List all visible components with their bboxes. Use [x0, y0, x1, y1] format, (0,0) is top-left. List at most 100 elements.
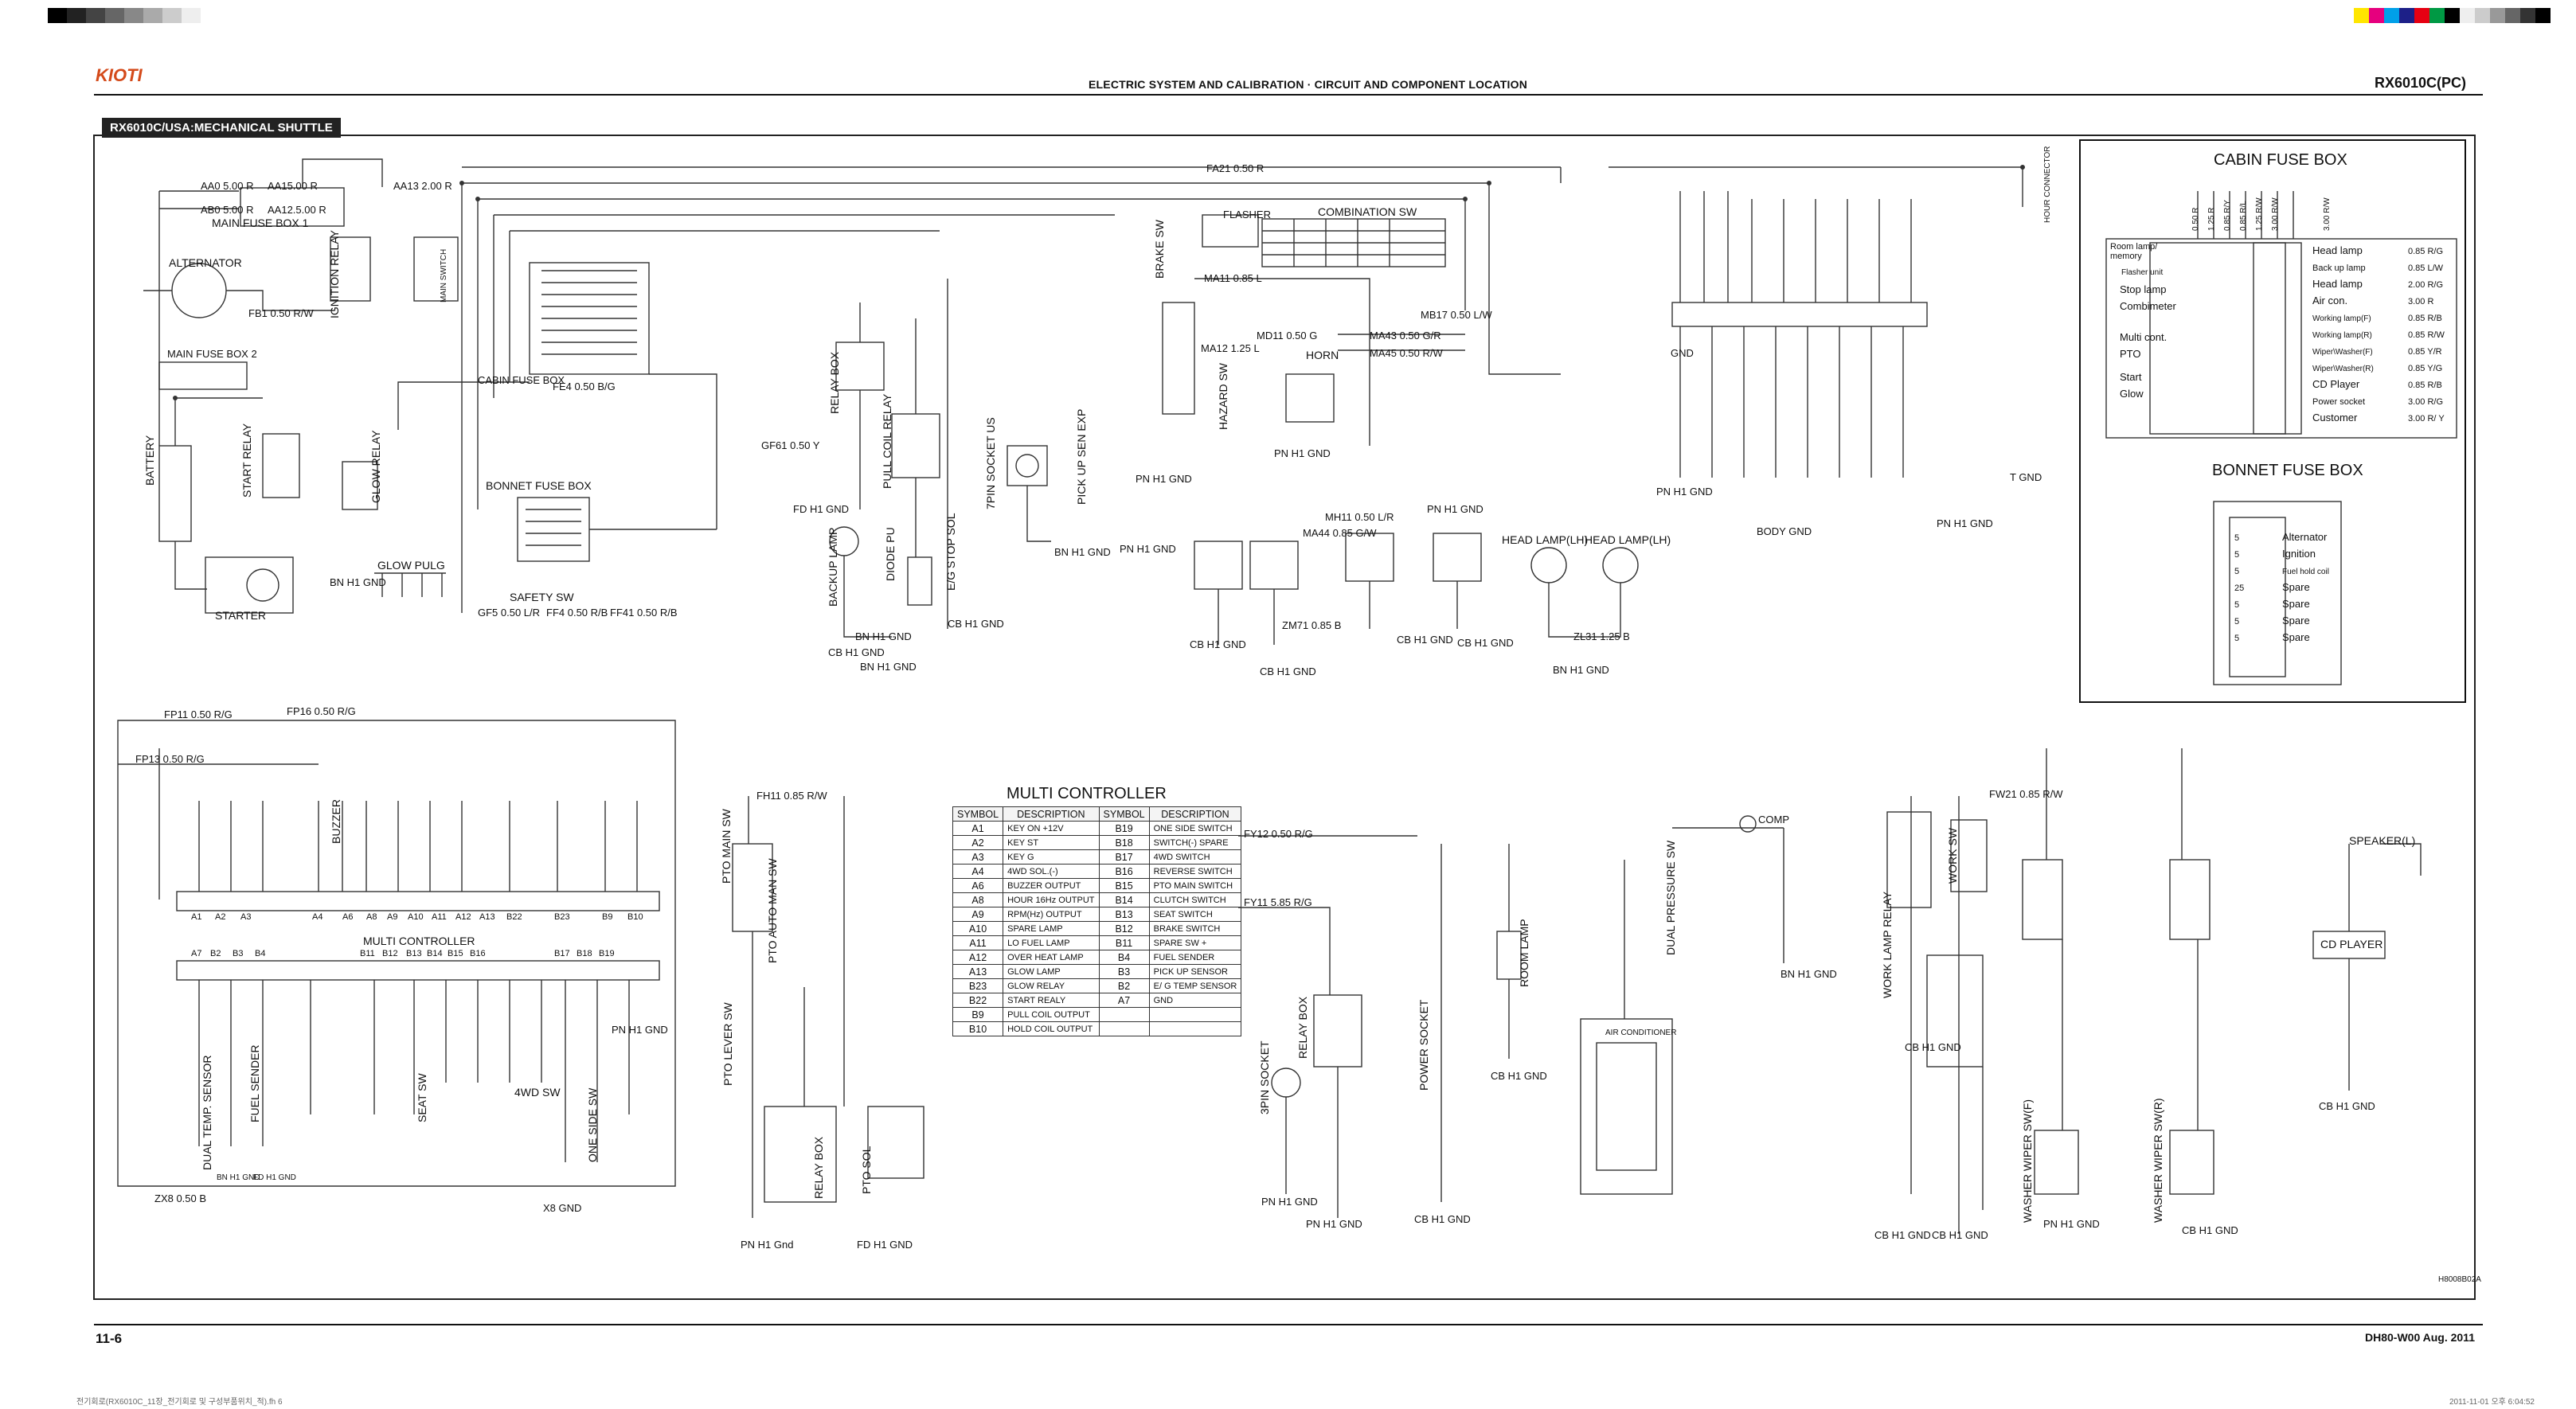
table-cell: SPARE SW +	[1148, 935, 1242, 950]
room-lamp-label: ROOM LAMP	[1518, 919, 1530, 987]
3pin-socket-label: 3PIN SOCKET	[1258, 1040, 1271, 1114]
multi-controller-title: MULTI CONTROLLER	[1007, 785, 1167, 802]
cabin-fuse-right-item: Working lamp(R)0.85 R/W	[2312, 330, 2445, 340]
wire-fh11: FH11 0.85 R/W	[756, 790, 827, 802]
table-cell: A11	[952, 935, 1004, 950]
one-side-sw-label: ONE SIDE SW	[586, 1087, 599, 1162]
cabin-fuse-right-item: Wiper\Washer(F)0.85 Y/R	[2312, 347, 2442, 357]
wire-fe4: FE4 0.50 B/G	[553, 381, 616, 392]
bn-h1-gnd-5: BN H1 GND	[1553, 664, 1609, 676]
cabin-fuse-right-item: Air con.3.00 R	[2312, 295, 2434, 306]
bh-h1-gnd-label: BN H1 GND	[217, 1173, 260, 1182]
cb-h1-gnd-5: CB H1 GND	[1397, 634, 1453, 646]
wire-ma44: MA44 0.85 G/W	[1303, 527, 1377, 539]
glow-pulg-label: GLOW PULG	[377, 559, 445, 572]
buzzer-label: BUZZER	[330, 799, 342, 844]
battery-label: BATTERY	[143, 435, 156, 486]
pn-h1-gnd-1: PN H1 GND	[1136, 473, 1192, 485]
cabin-fuse-left-item: Multi cont.	[2120, 331, 2168, 343]
table-cell: B18	[1098, 835, 1150, 850]
table-cell: LO FUEL LAMP	[1003, 935, 1100, 950]
table-cell: START REALY	[1003, 993, 1100, 1008]
table-cell	[1148, 1021, 1242, 1036]
fd-h1-gnd-mc: FD H1 GND	[253, 1173, 296, 1182]
model-number: RX6010C(PC)	[2375, 75, 2467, 91]
doc-code: DH80-W00 Aug. 2011	[2365, 1331, 2475, 1344]
diode-pu-label: DIODE PU	[884, 527, 897, 581]
table-cell: KEY ST	[1003, 835, 1100, 850]
table-cell: B12	[1098, 921, 1150, 936]
table-cell: B11	[1098, 935, 1150, 950]
table-cell: KEY G	[1003, 849, 1100, 865]
start-relay-label: START RELAY	[240, 423, 253, 498]
page-number: 11-6	[96, 1331, 123, 1346]
cabin-fuse-left-item: Stop lamp	[2120, 283, 2167, 295]
section-tag: RX6010C/USA:MECHANICAL SHUTTLE	[102, 118, 341, 138]
wire-aa0: AA0 5.00 R	[201, 180, 254, 192]
table-cell: RPM(Hz) OUTPUT	[1003, 907, 1100, 922]
pn-h1-gnd-4: PN H1 GND	[1427, 503, 1483, 515]
table-cell: KEY ON +12V	[1003, 821, 1100, 836]
fuel-sender-label: FUEL SENDER	[248, 1044, 261, 1122]
hour-connector-label: HOUR CONNECTOR	[2043, 146, 2052, 223]
pto-main-sw-label: PTO MAIN SW	[720, 809, 733, 884]
table-cell: BRAKE SWITCH	[1148, 921, 1242, 936]
bonnet-fuse-box-small-label: BONNET FUSE BOX	[486, 479, 592, 492]
wire-ma12: MA12 1.25 L	[1201, 342, 1260, 354]
table-cell: A4	[952, 864, 1004, 879]
table-cell: B16	[1098, 864, 1150, 879]
print-timestamp: 2011-11-01 오후 6:04:52	[2449, 1398, 2535, 1407]
horn-label: HORN	[1306, 349, 1339, 361]
table-cell: B3	[1098, 964, 1150, 979]
table-cell: A1	[952, 821, 1004, 836]
table-cell: B13	[1098, 907, 1150, 922]
table-cell: A3	[952, 849, 1004, 865]
table-cell: A7	[1098, 993, 1150, 1008]
wire-zm71: ZM71 0.85 B	[1282, 619, 1342, 631]
print-file-info: 전기회로(RX6010C_11장_전기회로 및 구성부품위치_적).fh 6	[76, 1398, 283, 1407]
cabin-fuse-left-item: PTO	[2120, 348, 2141, 360]
wire-fp11: FP11 0.50 R/G	[164, 708, 233, 720]
wire-ma45: MA45 0.50 R/W	[1370, 347, 1443, 359]
wire-ff41: FF41 0.50 R/B	[610, 607, 678, 619]
ignition-relay-label: IGNITION RELAY	[328, 230, 341, 318]
pto-auto-man-sw-label: PTO AUTO MAN SW	[766, 858, 779, 963]
wire-aa12: AA12.5.00 R	[268, 204, 326, 216]
washer-wiper-swf-label: WASHER WIPER SW(F)	[2021, 1099, 2034, 1223]
bn-h1-gnd-2: BN H1 GND	[855, 630, 912, 642]
head-lamp-lh-1-label: HEAD LAMP(LH)	[1502, 533, 1589, 546]
starter-label: STARTER	[215, 609, 267, 622]
relay-box-3-label: RELAY BOX	[1296, 996, 1309, 1059]
pull-coil-relay-label: PULL COIL RELAY	[881, 393, 893, 489]
hazard-sw-label: HAZARD SW	[1217, 363, 1229, 430]
table-cell: B17	[1098, 849, 1150, 865]
work-lamp-relay-label: WORK LAMP RELAY	[1881, 891, 1894, 998]
cb-h1-gnd-8: CB H1 GND	[1491, 1070, 1547, 1082]
table-cell: 4WD SOL.(-)	[1003, 864, 1100, 879]
table-cell: GND	[1148, 993, 1242, 1008]
table-cell: FUEL SENDER	[1148, 950, 1242, 965]
main-fuse-box-1-label: MAIN FUSE BOX 1	[212, 217, 309, 229]
table-cell: A12	[952, 950, 1004, 965]
pick-up-sen-label: PICK UP SEN EXP	[1075, 408, 1088, 505]
table-cell: B2	[1098, 978, 1150, 993]
backup-lamp-label: BACKUP LAMP	[827, 527, 839, 607]
cb-h1-gnd-6: CB H1 GND	[1457, 637, 1514, 649]
table-cell: A13	[952, 964, 1004, 979]
pn-h1-gnd-lc: PN H1 Gnd	[741, 1239, 794, 1251]
bonnet-fuse-box-title: BONNET FUSE BOX	[2212, 462, 2363, 479]
wire-gf6: GF61 0.50 Y	[761, 439, 820, 451]
